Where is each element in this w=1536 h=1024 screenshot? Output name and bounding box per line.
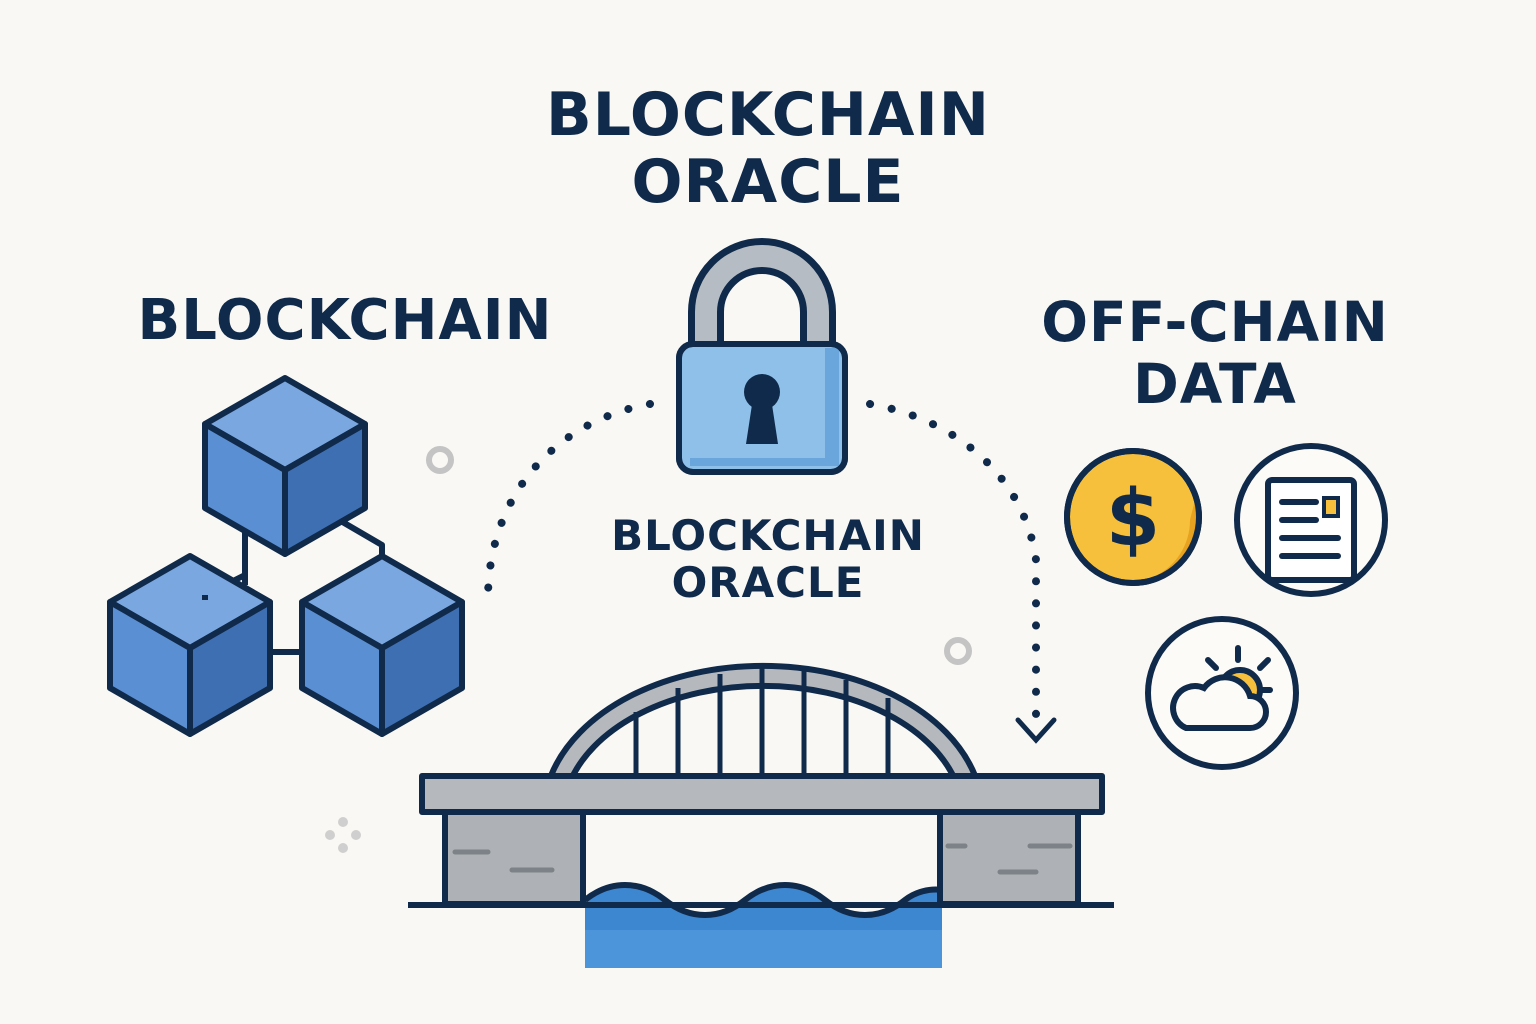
sparkle-icon (325, 817, 361, 853)
bridge-label-line-1: BLOCKCHAIN (611, 511, 925, 560)
water-waves (583, 882, 943, 968)
page-title: BLOCKCHAIN ORACLE (468, 80, 1068, 218)
dotted-arrow-icon (866, 400, 1057, 744)
cube-top (202, 375, 368, 557)
padlock-icon (676, 238, 848, 475)
cube-cluster-icon (107, 375, 465, 737)
offchain-data-label: OFF-CHAIN DATA (1010, 290, 1420, 416)
sun-cloud-icon (1145, 616, 1299, 770)
decor-ring-left (426, 446, 454, 474)
bridge-label-line-2: ORACLE (671, 558, 865, 608)
dollar-coin-icon: $ (1064, 448, 1202, 586)
bridge-oracle-label: BLOCKCHAIN ORACLE (560, 512, 976, 606)
svg-text:$: $ (1106, 474, 1160, 564)
title-line-2: ORACLE (631, 147, 905, 218)
offchain-line-1: OFF-CHAIN (1041, 290, 1389, 354)
cube-bottom-left (107, 553, 273, 737)
news-document-icon (1234, 443, 1388, 597)
arch-bridge-icon (408, 662, 1114, 968)
offchain-line-2: DATA (1133, 351, 1297, 416)
cube-bottom-right (299, 553, 465, 737)
dotted-arc-left (484, 400, 654, 599)
title-line-1: BLOCKCHAIN (546, 80, 990, 150)
decor-ring-right (944, 637, 972, 665)
blockchain-label: BLOCKCHAIN (137, 288, 553, 353)
